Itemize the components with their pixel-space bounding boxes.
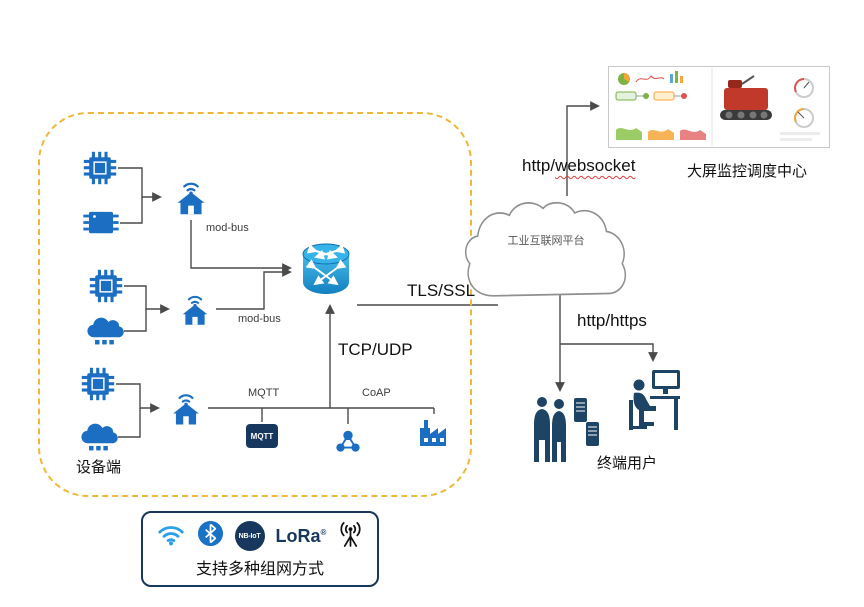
device-zone-boundary [38, 112, 472, 497]
platform-cloud [452, 190, 640, 310]
http-https-label: http/https [577, 311, 647, 330]
http-websocket-label: http/websocket [522, 156, 636, 175]
seated-user-icon [626, 368, 684, 439]
end-users-label: 终端用户 [597, 455, 658, 472]
mqtt-label: MQTT [248, 387, 280, 399]
wifi-icon [156, 521, 186, 552]
network-modes-icons: NB-IoT LoRa® [156, 520, 365, 552]
gateway-icon [168, 174, 214, 225]
mqtt-broker-icon: MQTT [246, 424, 278, 448]
sensor-cloud-icon [78, 420, 118, 459]
device-zone-label: 设备端 [76, 459, 122, 476]
chip-icon [88, 268, 124, 309]
sensor-cloud-icon [84, 314, 124, 353]
chip-icon [82, 210, 120, 241]
tls-ssl-label: TLS/SSL [407, 281, 476, 300]
end-users-icon [528, 394, 610, 469]
tcp-udp-label: TCP/UDP [338, 340, 413, 359]
platform-label: 工业互联网平台 [507, 235, 585, 247]
network-modes-box: NB-IoT LoRa® 支持多种组网方式 [141, 511, 379, 587]
coap-node-icon [333, 426, 363, 461]
bluetooth-icon [197, 520, 224, 552]
gateway-icon [174, 288, 216, 335]
chip-icon [82, 150, 118, 191]
nbiot-icon: NB-IoT [234, 521, 265, 551]
modbus-label-mid: mod-bus [238, 313, 281, 325]
dashboard-preview [608, 66, 830, 153]
gateway-icon [164, 386, 208, 435]
antenna-icon [337, 518, 364, 554]
coap-label: CoAP [362, 387, 391, 399]
router-icon [296, 238, 356, 305]
mqtt-broker-label: MQTT [250, 431, 274, 441]
modbus-label-top: mod-bus [206, 222, 249, 234]
factory-icon [416, 414, 452, 455]
monitor-center-label: 大屏监控调度中心 [687, 163, 808, 180]
network-modes-label: 支持多种组网方式 [195, 561, 324, 578]
chip-icon [80, 366, 116, 407]
lora-icon: LoRa® [275, 526, 327, 546]
